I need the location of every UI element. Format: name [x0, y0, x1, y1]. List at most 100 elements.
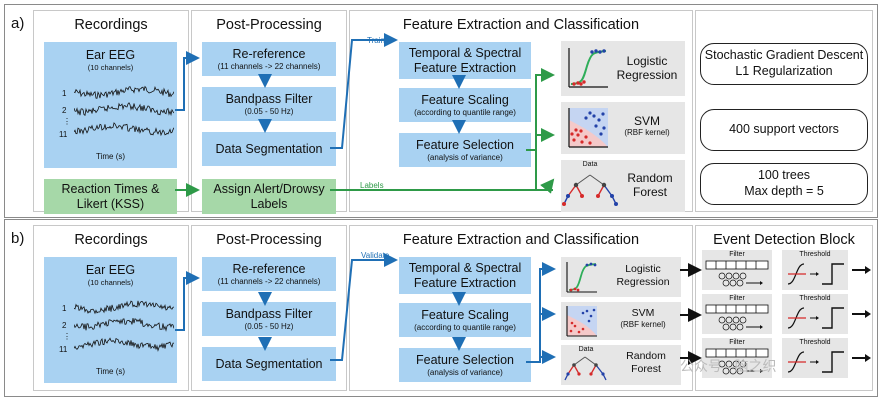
svm-name-b: SVM	[631, 307, 655, 319]
temporal-box-b: Temporal & Spectral Feature Extraction	[399, 257, 531, 294]
assign-line-2: Labels	[250, 196, 288, 211]
post-processing-section-b: Post-Processing Re-reference (11 channel…	[191, 225, 347, 391]
temporal-line-2-a: Feature Extraction	[413, 60, 517, 75]
tree-icon-b	[564, 356, 607, 381]
threshold-icon	[787, 307, 844, 329]
bandpass-sub-b: (0.05 - 50 Hz)	[244, 322, 294, 332]
trees-oval: 100 trees Max depth = 5	[700, 163, 868, 205]
ear-eeg-box-a: Ear EEG (10 channels) 1 2 ⋮ 11 Time (s)	[44, 42, 177, 168]
filter-icon	[705, 348, 769, 375]
post-title-a: Post-Processing	[216, 17, 322, 33]
temporal-line-1-b: Temporal & Spectral	[408, 261, 522, 276]
tree-data-label-a: Data	[582, 161, 598, 168]
reref-main-a: Re-reference	[232, 46, 306, 61]
event-row: Filter Threshold	[702, 294, 872, 334]
scaling-main-a: Feature Scaling	[421, 92, 509, 107]
eeg-traces-b	[74, 300, 174, 352]
ear-eeg-title-a: Ear EEG	[85, 48, 136, 62]
reref-sub-b: (11 channels -> 22 channels)	[217, 277, 321, 287]
logistic-label-b: Logistic Regression	[606, 263, 680, 288]
eeg-traces-a	[74, 85, 174, 137]
recordings-title-a: Recordings	[74, 17, 148, 33]
threshold-box	[782, 338, 848, 378]
filter-icon	[705, 304, 769, 331]
segmentation-a: Data Segmentation	[215, 141, 323, 156]
ear-eeg-sub-b: (10 channels)	[87, 278, 134, 287]
filter-label: Filter	[729, 339, 745, 346]
eeg-trace	[74, 300, 174, 315]
ear-eeg-sub-a: (10 channels)	[87, 63, 134, 72]
scaling-main-b: Feature Scaling	[421, 307, 509, 322]
scaling-box-b: Feature Scaling (according to quantile r…	[399, 303, 531, 337]
event-title: Event Detection Block	[713, 232, 855, 248]
threshold-label: Threshold	[799, 295, 831, 302]
logistic-line-1-a: Logistic	[626, 54, 668, 68]
feature-section-b: Feature Extraction and Classification Te…	[349, 225, 693, 391]
threshold-label: Threshold	[799, 339, 831, 346]
feature-title-b: Feature Extraction and Classification	[402, 232, 640, 248]
channel-label-2-a: 2	[62, 106, 67, 115]
time-label-b: Time (s)	[95, 367, 126, 376]
svm-sub-a: (RBF kernel)	[624, 128, 670, 138]
reaction-line-1: Reaction Times &	[61, 182, 160, 197]
tree-data-label-b: Data	[578, 346, 594, 353]
svm-plot-icon-a	[568, 108, 608, 148]
rf-box-a	[561, 160, 685, 212]
channel-label-11-b: 11	[59, 345, 68, 354]
sgd-line-1: Stochastic Gradient Descent	[704, 48, 864, 63]
reref-main-b: Re-reference	[232, 261, 306, 276]
channel-label-2-b: 2	[62, 321, 67, 330]
train-edge-label: Train	[367, 36, 385, 45]
scaling-sub-a: (according to quantile range)	[414, 108, 516, 118]
post-title-b: Post-Processing	[216, 232, 322, 248]
reaction-times-box: Reaction Times & Likert (KSS)	[44, 179, 177, 214]
params-section-a: Stochastic Gradient Descent L1 Regulariz…	[695, 10, 873, 212]
threshold-icon	[787, 351, 844, 373]
bandpass-box-b: Bandpass Filter (0.05 - 50 Hz)	[202, 302, 336, 336]
segmentation-box-b: Data Segmentation	[202, 347, 336, 381]
rf-line-1-b: Random	[626, 350, 666, 362]
logistic-plot-icon-b	[566, 262, 597, 293]
panel-a-label: a)	[11, 15, 25, 32]
output-arrow-icon	[852, 310, 871, 318]
filter-label: Filter	[729, 295, 745, 302]
reref-box-b: Re-reference (11 channels -> 22 channels…	[202, 257, 336, 291]
selection-main-a: Feature Selection	[416, 137, 514, 152]
feature-title-a: Feature Extraction and Classification	[402, 17, 640, 33]
selection-main-b: Feature Selection	[416, 352, 514, 367]
rf-label-a: Random Forest	[618, 171, 682, 200]
feature-section-a: Feature Extraction and Classification Te…	[349, 10, 693, 212]
logistic-line-2-a: Regression	[616, 68, 678, 83]
temporal-box-a: Temporal & Spectral Feature Extraction	[399, 42, 531, 79]
channel-label-11-a: 11	[59, 130, 68, 139]
recordings-title-b: Recordings	[74, 232, 148, 248]
svm-plot-icon-b	[566, 306, 597, 337]
segmentation-b: Data Segmentation	[215, 356, 323, 371]
bandpass-box-a: Bandpass Filter (0.05 - 50 Hz)	[202, 87, 336, 121]
svm-label-a: SVM (RBF kernel)	[612, 114, 682, 138]
selection-sub-a: (analysis of variance)	[427, 153, 503, 163]
temporal-line-1-a: Temporal & Spectral	[408, 46, 522, 61]
logistic-line-2-b: Regression	[616, 275, 670, 288]
bandpass-sub-a: (0.05 - 50 Hz)	[244, 107, 294, 117]
watermark: 公众号 · 脑之织	[680, 358, 777, 374]
event-row: Filter Threshold	[702, 338, 872, 378]
svm-sub-b: (RBF kernel)	[620, 319, 666, 329]
bandpass-main-a: Bandpass Filter	[225, 91, 313, 106]
channel-label-dots-b: ⋮	[63, 332, 71, 341]
labels-edge-label: Labels	[360, 181, 384, 190]
channel-label-1-b: 1	[62, 304, 67, 313]
logistic-label-a: Logistic Regression	[612, 54, 682, 83]
rf-line-2-a: Forest	[632, 185, 667, 200]
eeg-trace	[74, 102, 174, 117]
svm-label-b: SVM (RBF kernel)	[606, 307, 680, 329]
trees-line-2: Max depth = 5	[744, 184, 824, 198]
rf-line-1-a: Random	[627, 171, 673, 185]
filter-label: Filter	[729, 251, 745, 258]
threshold-icon	[787, 263, 844, 285]
selection-box-b: Feature Selection (analysis of variance)	[399, 348, 531, 382]
bandpass-main-b: Bandpass Filter	[225, 306, 313, 321]
ear-eeg-box-b: Ear EEG (10 channels) 1 2 ⋮ 11 Time (s)	[44, 257, 177, 383]
recordings-section-a: Recordings Ear EEG (10 channels) 1 2 ⋮ 1…	[33, 10, 189, 214]
